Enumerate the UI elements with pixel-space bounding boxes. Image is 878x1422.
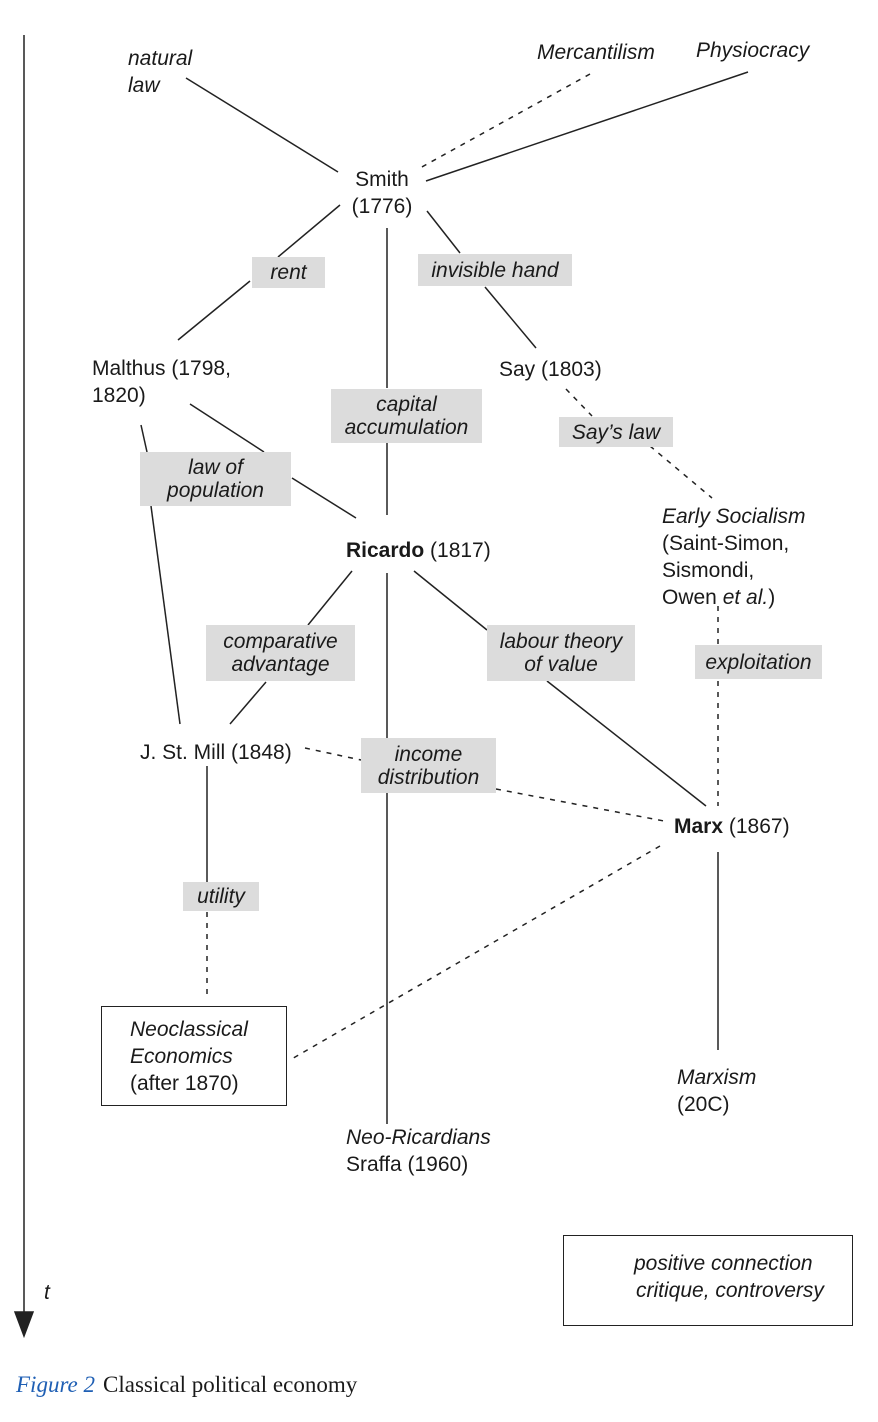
owen-close: ) — [768, 586, 776, 609]
node-early-socialism: Early Socialism (Saint-Simon, Sismondi, … — [662, 503, 806, 611]
concept-invisible-hand: invisible hand — [418, 254, 572, 286]
income-line-1: income — [394, 742, 463, 766]
edge-marx-neoclassical — [289, 845, 661, 1061]
capital-line-1: capital — [376, 393, 437, 416]
edge-smith-invisible-hand — [426, 210, 461, 254]
legend-positive-label: positive connection — [634, 1252, 813, 1275]
concept-exploitation: exploitation — [695, 645, 822, 679]
marx-name: Marx — [674, 815, 724, 838]
marxism-date: (20C) — [677, 1093, 730, 1116]
edge-rent-malthus — [177, 280, 251, 341]
neoclassical-line-2: Economics — [130, 1045, 233, 1068]
node-marx: Marx (1867) — [674, 813, 790, 840]
figure-caption: Figure 2 Classical political economy — [16, 1372, 357, 1398]
node-malthus: Malthus (1798, 1820) — [92, 355, 231, 409]
edge-natural-law-smith — [185, 77, 339, 173]
neo-ricardians-label: Neo-Ricardians — [346, 1126, 491, 1149]
edge-ricardo-comparative — [307, 570, 353, 626]
smith-name: Smith — [355, 168, 409, 191]
owen-etal: et al. — [722, 586, 769, 609]
concept-capital-accumulation: capital accumulation — [331, 389, 482, 443]
edge-malthus-mill-2 — [150, 505, 181, 725]
labour-line-2: of value — [524, 653, 598, 676]
node-neo-ricardians: Neo-Ricardians Sraffa (1960) — [346, 1124, 491, 1178]
concept-law-of-population: law of population — [140, 452, 291, 506]
natural-law-line-1: natural — [128, 47, 193, 70]
ricardo-name: Ricardo — [346, 539, 425, 562]
legend: positive connection critique, controvers… — [563, 1235, 853, 1326]
figure-number: Figure 2 — [16, 1372, 95, 1397]
edge-ricardo-labour — [413, 570, 488, 631]
edge-mill-income — [304, 747, 362, 761]
concept-rent: rent — [252, 257, 325, 288]
income-line-2: distribution — [377, 765, 480, 789]
edge-income-marx — [495, 788, 665, 822]
node-say: Say (1803) — [499, 358, 602, 381]
time-axis-arrowhead — [13, 1311, 35, 1339]
concept-says-law: Say’s law — [559, 417, 673, 447]
early-socialism-title: Early Socialism — [662, 505, 806, 528]
concept-utility: utility — [183, 882, 259, 911]
edge-population-ricardo — [291, 477, 357, 519]
edge-labour-marx — [546, 680, 707, 807]
neoclassical-date: (after 1870) — [130, 1072, 239, 1095]
population-line-2: population — [167, 479, 264, 502]
edge-smith-rent — [277, 204, 341, 258]
concept-income-distribution: income distribution — [361, 738, 496, 793]
early-socialism-line-3: Owen et al.) — [662, 584, 806, 611]
owen-text: Owen — [662, 586, 723, 609]
edge-invisible-hand-say — [484, 286, 537, 349]
concept-labour-theory: labour theory of value — [487, 625, 635, 681]
capital-line-2: accumulation — [344, 416, 469, 439]
edge-malthus-mill — [140, 424, 148, 453]
marx-year: (1867) — [723, 815, 790, 838]
early-socialism-line-2: Sismondi, — [662, 559, 755, 582]
edge-sayslaw-socialism — [649, 445, 713, 499]
edge-say-sayslaw — [565, 388, 593, 417]
population-line-1: law of — [188, 456, 243, 479]
node-physiocracy: Physiocracy — [696, 39, 810, 62]
legend-critique-label: critique, controversy — [636, 1279, 824, 1302]
malthus-line-1: Malthus (1798, — [92, 357, 231, 380]
node-marxism: Marxism (20C) — [677, 1064, 756, 1118]
labour-line-1: labour theory — [499, 630, 623, 653]
time-axis-label: t — [44, 1281, 50, 1304]
node-mercantilism: Mercantilism — [537, 41, 655, 64]
smith-year: (1776) — [351, 195, 413, 218]
node-neoclassical-box — [101, 1006, 287, 1106]
natural-law-line-2: law — [128, 74, 160, 97]
edge-malthus-population — [189, 403, 265, 453]
ricardo-year: (1817) — [424, 539, 491, 562]
figure-title: Classical political economy — [103, 1372, 358, 1397]
edge-physiocracy-smith — [425, 71, 749, 182]
malthus-line-2: 1820) — [92, 384, 146, 407]
sraffa-label: Sraffa (1960) — [346, 1153, 469, 1176]
comparative-line-2: advantage — [231, 653, 330, 676]
node-natural-law: natural law — [128, 45, 192, 99]
concept-comparative-advantage: comparative advantage — [206, 625, 355, 681]
edge-comparative-mill — [229, 681, 267, 725]
marxism-label: Marxism — [677, 1066, 757, 1089]
node-neoclassical: Neoclassical Economics (after 1870) — [130, 1016, 248, 1097]
node-ricardo: Ricardo (1817) — [346, 537, 491, 564]
node-mill: J. St. Mill (1848) — [140, 741, 292, 764]
early-socialism-line-1: (Saint-Simon, — [662, 532, 790, 555]
node-smith: Smith (1776) — [330, 166, 434, 220]
comparative-line-1: comparative — [223, 630, 338, 653]
neoclassical-line-1: Neoclassical — [130, 1018, 248, 1041]
